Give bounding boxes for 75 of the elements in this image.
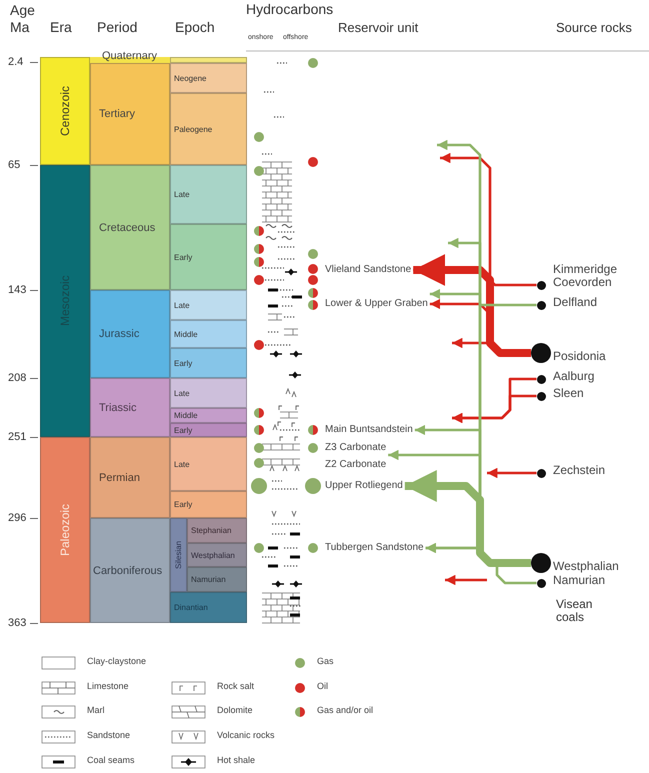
source-label: Sleen: [553, 387, 584, 400]
reservoir-label: Upper Rotliegend: [325, 480, 403, 491]
age-label: 65: [8, 159, 38, 172]
arrow: [452, 394, 536, 424]
reservoir-label: Tubbergen Sandstone: [325, 542, 424, 553]
column-header: Source rocks: [556, 21, 632, 36]
column-header: Ma: [10, 20, 30, 36]
legend-label: Gas and/or oil: [317, 706, 374, 716]
legend-label: Gas: [317, 657, 334, 667]
legend-label: Marl: [87, 706, 104, 716]
column-header: Age: [10, 3, 35, 18]
epoch-band: Late: [170, 378, 247, 408]
epoch-band: Westphalian: [187, 543, 247, 567]
column-header: Epoch: [175, 20, 215, 36]
legend-label: Sandstone: [87, 731, 130, 741]
legend-label: Limestone: [87, 682, 129, 692]
epoch-band: Paleogene: [170, 93, 247, 165]
age-label: 251: [8, 431, 38, 444]
epoch-band: Late: [170, 165, 247, 224]
legend-label: Rock salt: [217, 682, 254, 692]
period-band: Permian: [90, 437, 170, 518]
arrow: [426, 542, 536, 584]
epoch-band: Neogene: [170, 63, 247, 93]
arrow: [404, 470, 531, 567]
reservoir-label: Lower & Upper Graben: [325, 298, 428, 309]
period-band: Carboniferous: [90, 518, 170, 623]
age-label: 208: [8, 372, 38, 384]
period-band: Tertiary: [90, 63, 170, 165]
epoch-band: Early: [170, 423, 247, 437]
column-header: Hydrocarbons: [246, 2, 334, 18]
arrow: [413, 264, 536, 286]
reservoir-label: Main Buntsandstein: [325, 424, 413, 435]
epoch-band: Early: [170, 491, 247, 518]
column-header: Era: [50, 20, 72, 36]
legend-label: Coal seams: [87, 756, 135, 766]
arrow: [430, 288, 536, 306]
period-band: Triassic: [90, 378, 170, 437]
arrow: [487, 468, 536, 478]
source-label: Aalburg: [553, 370, 594, 384]
epoch-band: Late: [170, 437, 247, 491]
reservoir-label: Z2 Carbonate: [325, 459, 386, 470]
reservoir-label: Vlieland Sandstone: [325, 264, 412, 275]
source-label: Namurian: [553, 574, 606, 588]
era-band: Cenozoic: [40, 57, 90, 165]
source-label: Westphalian: [553, 560, 619, 573]
period-band: Cretaceous: [90, 165, 170, 290]
source-label: Zechstein: [553, 464, 606, 478]
epoch-band: [170, 57, 247, 63]
reservoir-label: Z3 Carbonate: [325, 442, 386, 453]
legend-label: Oil: [317, 682, 328, 692]
source-label: Visean coals: [556, 598, 594, 624]
arrow: [413, 254, 531, 357]
epoch-band: Middle: [170, 320, 247, 348]
era-band: Paleozoic: [40, 437, 90, 623]
period-band: Jurassic: [90, 290, 170, 378]
column-header: Reservoir unit: [338, 21, 418, 36]
epoch-band: Namurian: [187, 567, 247, 592]
source-label: Kimmeridge Coevorden: [553, 263, 618, 290]
legend-label: Volcanic rocks: [217, 731, 275, 741]
age-label: 296: [8, 512, 38, 524]
epoch-band: Middle: [170, 408, 247, 423]
source-label: Delfland: [553, 296, 598, 310]
age-label: 363: [8, 617, 38, 630]
epoch-band: Late: [170, 290, 247, 320]
epoch-band: Early: [170, 348, 247, 378]
legend-label: Hot shale: [217, 756, 256, 766]
legend-label: Clay-claystone: [87, 657, 146, 667]
epoch-band: Dinantian: [170, 592, 247, 623]
subperiod-band: Silesian: [170, 518, 187, 592]
source-label: Posidonia: [553, 350, 606, 363]
epoch-band: Stephanian: [187, 518, 247, 543]
epoch-band: Early: [170, 224, 247, 290]
legend-label: Dolomite: [217, 706, 253, 716]
age-label: 143: [8, 284, 38, 296]
column-header: Period: [97, 20, 138, 36]
